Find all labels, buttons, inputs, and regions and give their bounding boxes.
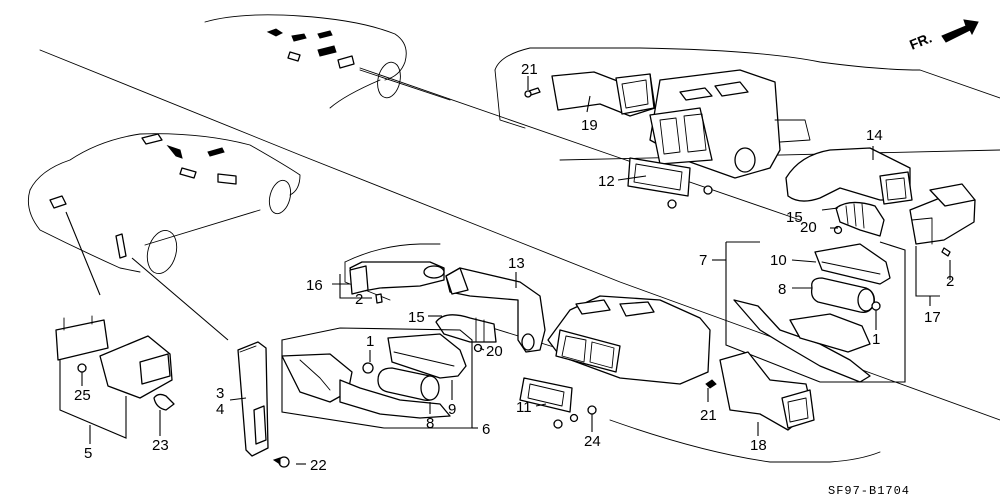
car-silhouette-top	[204, 14, 451, 109]
callout-11: 11	[516, 399, 532, 416]
part-5-group	[55, 315, 173, 444]
callout-leaders	[229, 76, 951, 465]
part-1-knob-lower	[362, 362, 374, 374]
part-2-clip-left	[375, 293, 383, 304]
callout-20-lower: 20	[486, 343, 503, 360]
callout-3: 3	[216, 385, 224, 402]
part-16-duct	[349, 261, 445, 295]
callout-8-upper: 8	[778, 281, 786, 298]
callout-15-lower: 15	[408, 309, 425, 326]
callout-2-left: 2	[355, 291, 363, 308]
drawing-code: SF97-B1704	[828, 484, 910, 498]
part-10-lid	[814, 243, 891, 285]
part-21-screw-lower	[705, 379, 717, 402]
callout-6: 6	[482, 421, 490, 438]
part-24-nut	[587, 405, 597, 415]
callout-17: 17	[924, 309, 941, 326]
glovebox-upper	[733, 299, 871, 383]
callout-24: 24	[584, 433, 601, 450]
part-22-clip	[272, 456, 290, 468]
callout-8-lower: 8	[426, 415, 434, 432]
callout-2-right: 2	[946, 273, 954, 290]
group-6-bracket	[281, 327, 473, 429]
part-11-vent	[519, 377, 579, 429]
callout-12: 12	[598, 173, 615, 190]
callout-5: 5	[84, 445, 92, 462]
part-20-clip-lower	[473, 343, 483, 353]
part-17-duct	[909, 183, 976, 257]
callout-22: 22	[310, 457, 327, 474]
heater-unit-upper	[649, 69, 811, 179]
callout-4: 4	[216, 401, 224, 418]
heater-unit-lower	[547, 295, 711, 385]
part-8-roller-lower	[377, 367, 440, 401]
dashboard-outline-upper	[494, 47, 1000, 129]
callout-21-upper: 21	[521, 61, 538, 78]
part-25-clip	[77, 363, 87, 386]
callout-1-lower: 1	[366, 333, 374, 350]
callout-13: 13	[508, 255, 525, 272]
callout-23: 23	[152, 437, 169, 454]
callout-19: 19	[581, 117, 598, 134]
group-7-bracket	[712, 241, 906, 383]
callout-9: 9	[448, 401, 456, 418]
callout-16: 16	[306, 277, 323, 294]
part-19-duct	[551, 71, 656, 117]
part-18-duct	[719, 351, 815, 431]
callout-14: 14	[866, 127, 883, 144]
part-13-duct	[445, 267, 546, 353]
part-3-4-duct	[237, 341, 269, 457]
callout-10: 10	[770, 252, 787, 269]
callout-1-upper: 1	[872, 331, 880, 348]
part-12-vent	[627, 157, 713, 209]
part-15-hose-upper	[835, 201, 885, 237]
callout-21-lower: 21	[700, 407, 717, 424]
front-direction-indicator: FR.	[907, 19, 979, 53]
car-silhouette-left	[27, 133, 301, 341]
part-14-duct	[785, 147, 913, 205]
front-arrow-icon	[941, 19, 979, 43]
part-9-lid	[387, 333, 467, 379]
part-23-cap	[153, 393, 175, 436]
callout-20-upper: 20	[800, 219, 817, 236]
front-label: FR.	[907, 29, 934, 52]
callout-labels: 21 19 12 14 15 20 7 10 8 1 2 17 16 2 13 …	[74, 61, 954, 474]
part-8-roller-upper	[810, 277, 881, 313]
glovebox-lower	[281, 353, 451, 419]
callout-25: 25	[74, 387, 91, 404]
callout-7: 7	[699, 252, 707, 269]
part-21-screw-upper	[524, 87, 541, 98]
part-15-hose-lower	[435, 314, 497, 343]
callout-15-upper: 15	[786, 209, 803, 226]
callout-18: 18	[750, 437, 767, 454]
